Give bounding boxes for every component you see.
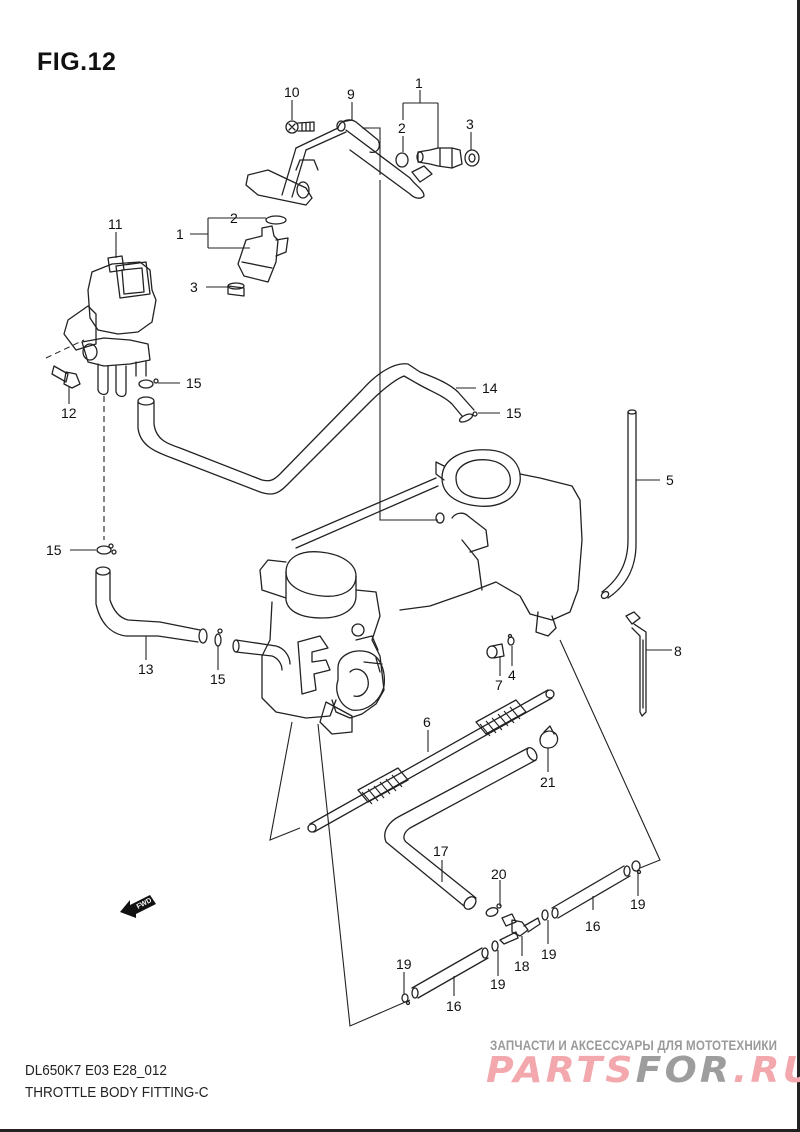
callout-7[interactable]: 7 [495, 677, 503, 693]
callout-8[interactable]: 8 [674, 643, 682, 659]
callout-19b[interactable]: 19 [490, 976, 506, 992]
callout-19a[interactable]: 19 [396, 956, 412, 972]
throttle-body[interactable] [232, 449, 583, 735]
clip-4[interactable] [507, 633, 515, 646]
callout-1-left[interactable]: 1 [176, 226, 184, 242]
callout-15d[interactable]: 15 [210, 671, 226, 687]
clamp-15c[interactable] [96, 543, 117, 555]
model-code: DL650K7 E03 E28_012 [25, 1062, 167, 1079]
idle-speed-control-valve[interactable] [63, 255, 157, 398]
callout-3-left[interactable]: 3 [190, 279, 198, 295]
clamp-15d[interactable] [214, 628, 223, 647]
clamp-15a[interactable] [138, 378, 159, 389]
callout-6[interactable]: 6 [423, 714, 431, 730]
callout-19c[interactable]: 19 [541, 946, 557, 962]
clip-20[interactable] [485, 903, 502, 918]
callout-1-right[interactable]: 1 [415, 75, 423, 91]
screw[interactable] [285, 120, 315, 134]
o-ring-right[interactable] [395, 152, 409, 168]
watermark-logo[interactable]: PARTSFOR.RU [486, 1050, 800, 1091]
callout-18[interactable]: 18 [514, 958, 530, 974]
clamp-21[interactable] [539, 725, 559, 749]
callout-11[interactable]: 11 [108, 216, 123, 232]
cushion-right[interactable] [464, 149, 480, 167]
cable-tie[interactable] [625, 611, 647, 717]
callout-15b[interactable]: 15 [506, 405, 522, 421]
fuel-injector-right[interactable] [411, 147, 463, 183]
fwd-direction-marker: FWD [120, 895, 156, 918]
o-ring-left[interactable] [265, 215, 287, 225]
callout-3-right[interactable]: 3 [466, 116, 474, 132]
fuel-injector-left[interactable] [237, 225, 289, 283]
clip-19d[interactable] [631, 860, 642, 875]
callout-21[interactable]: 21 [540, 774, 556, 790]
callout-15c[interactable]: 15 [46, 542, 62, 558]
callout-5[interactable]: 5 [666, 472, 674, 488]
callout-15a[interactable]: 15 [186, 375, 202, 391]
callout-19d[interactable]: 19 [630, 896, 646, 912]
hose-16-right[interactable] [551, 865, 631, 919]
callout-2-right[interactable]: 2 [398, 120, 406, 136]
callout-16-left[interactable]: 16 [446, 998, 462, 1014]
callout-13[interactable]: 13 [138, 661, 154, 677]
callout-2-left[interactable]: 2 [230, 210, 238, 226]
clip-19c[interactable] [541, 909, 549, 921]
fuel-delivery-pipe[interactable] [245, 119, 425, 206]
callout-4[interactable]: 4 [508, 667, 516, 683]
joint-18[interactable] [499, 913, 541, 945]
callout-10[interactable]: 10 [284, 84, 300, 100]
cap[interactable] [486, 643, 505, 659]
leader-lines [68, 90, 672, 996]
watermark-tagline: ЗАПЧАСТИ И АКСЕССУАРЫ ДЛЯ МОТОТЕХНИКИ [490, 1038, 778, 1053]
clamp-15b[interactable] [458, 411, 478, 424]
cushion-left[interactable] [227, 282, 245, 297]
callout-20[interactable]: 20 [491, 866, 507, 882]
watermark-logo-parts: PARTS [486, 1050, 636, 1091]
figure-title: FIG.12 [37, 48, 117, 76]
watermark-logo-for: FOR [635, 1050, 733, 1091]
bolt[interactable] [51, 365, 81, 389]
hose-14[interactable] [137, 363, 475, 495]
hose-6[interactable] [307, 689, 555, 833]
hose-5[interactable] [600, 409, 637, 600]
clip-19b[interactable] [491, 940, 499, 952]
callout-17[interactable]: 17 [433, 843, 449, 859]
callout-16-right[interactable]: 16 [585, 918, 601, 934]
hose-16-left[interactable] [411, 947, 489, 999]
hose-13[interactable] [95, 566, 208, 644]
callout-labels: 1 2 3 9 10 1 2 3 11 12 15 14 15 5 15 13 … [46, 75, 682, 1014]
callout-9[interactable]: 9 [347, 86, 355, 102]
hose-17[interactable] [384, 746, 539, 912]
watermark-logo-ru: .RU [732, 1050, 800, 1091]
callout-12[interactable]: 12 [61, 405, 77, 421]
section-name: THROTTLE BODY FITTING-C [25, 1084, 209, 1101]
callout-14[interactable]: 14 [482, 380, 498, 396]
